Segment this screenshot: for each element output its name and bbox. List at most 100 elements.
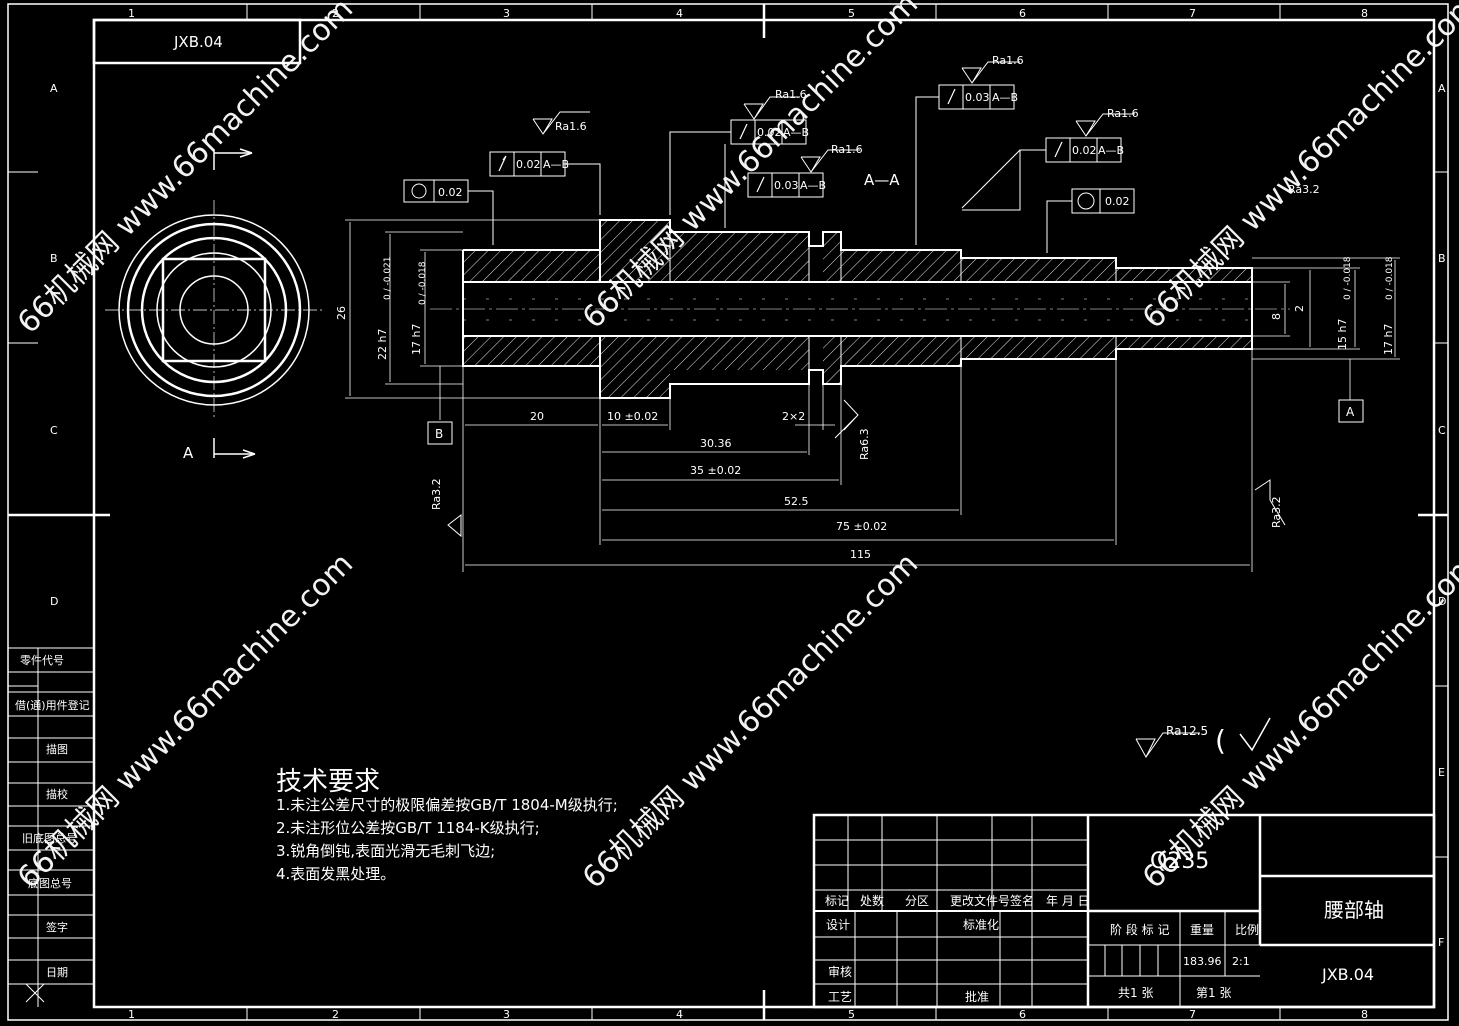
dim-sq15-tol: 0 / -0.018 xyxy=(1343,256,1353,300)
strip-label-borrowed: 借(通)用件登记 xyxy=(15,698,90,712)
tolerance-frames xyxy=(403,84,1135,253)
tol-runout-3-datum: A—B xyxy=(800,179,826,192)
svg-text:(: ( xyxy=(1215,724,1226,757)
col-label-1b: 1 xyxy=(128,1008,135,1021)
dim-35: 35 ±0.02 xyxy=(690,464,741,477)
col-label-6b: 6 xyxy=(1019,1008,1026,1021)
cutting-plane-arrows xyxy=(213,148,256,459)
shaft-section xyxy=(463,220,1252,398)
material: Q235 xyxy=(1150,849,1209,874)
datum-b: B xyxy=(435,427,443,441)
col-label-3: 3 xyxy=(503,7,510,20)
title-block xyxy=(812,813,1436,1009)
tol-circularity-2: 0.02 xyxy=(1105,195,1130,208)
tol-runout-1-datum: A—B xyxy=(543,158,569,171)
dim-sq17-tol: 0 / -0.018 xyxy=(418,261,428,305)
col-label-8b: 8 xyxy=(1361,1008,1368,1021)
tb-process: 工艺 xyxy=(828,990,852,1004)
cross-mark xyxy=(25,983,45,1003)
right-dimension-lines xyxy=(1252,257,1400,400)
col-label-2: 2 xyxy=(332,7,339,20)
row-label-c: C xyxy=(50,424,58,437)
dim-sq17: 17 h7 xyxy=(410,324,423,355)
rough-ra1-6-e: Ra1.6 xyxy=(1107,107,1139,120)
tb-standardize: 标准化 xyxy=(963,918,999,932)
runout-arrows xyxy=(498,88,1063,193)
border-ticks xyxy=(8,4,1448,1020)
tb-date: 年 月 日 xyxy=(1046,894,1090,908)
tb-change-doc: 更改文件号 xyxy=(950,893,1010,908)
drawing-number-title: JXB.04 xyxy=(1321,965,1374,984)
tb-stage-mark: 阶 段 标 记 xyxy=(1110,922,1169,937)
rough-ra1-6-b: Ra1.6 xyxy=(775,88,807,101)
col-label-2b: 2 xyxy=(332,1008,339,1021)
col-label-1: 1 xyxy=(128,7,135,20)
tol-circularity-1: 0.02 xyxy=(438,186,463,199)
drawing-number-box xyxy=(92,18,302,65)
tb-review: 审核 xyxy=(828,964,852,979)
tol-runout-5-datum: A—B xyxy=(1098,144,1124,157)
row-label-a: A xyxy=(50,82,58,95)
tb-sheet-no: 第1 张 xyxy=(1196,986,1231,1000)
tech-req-1: 1.未注公差尺寸的极限偏差按GB/T 1804-M级执行; xyxy=(276,796,618,814)
row-label-d-r: D xyxy=(1438,595,1446,608)
rough-ra6-3: Ra6.3 xyxy=(858,428,871,460)
tol-runout-4: 0.03 xyxy=(965,91,990,104)
tb-zone: 分区 xyxy=(905,894,929,908)
rough-ra3-2-a: Ra3.2 xyxy=(1288,183,1320,196)
col-label-8: 8 xyxy=(1361,7,1368,20)
tb-sheets-total: 共1 张 xyxy=(1118,986,1153,1000)
watermark-6: 66机械网 www.66machine.com xyxy=(1136,546,1459,895)
col-label-4b: 4 xyxy=(676,1008,683,1021)
general-roughness: Ra12.5 xyxy=(1166,724,1208,738)
border-labels: 1 2 3 4 5 6 7 8 1 2 3 4 5 6 7 8 A B C D … xyxy=(50,7,1446,1021)
tech-req-4: 4.表面发黑处理。 xyxy=(276,865,395,883)
tol-runout-5: 0.02 xyxy=(1072,144,1097,157)
dim-52-5: 52.5 xyxy=(784,495,809,508)
row-label-a-r: A xyxy=(1438,82,1446,95)
dim-sq17b-tol: 0 / -0.018 xyxy=(1385,256,1395,300)
watermark-5: 66机械网 www.66machine.com xyxy=(576,546,925,895)
horizontal-dimension-lines xyxy=(462,349,1253,572)
row-label-e-r: E xyxy=(1438,766,1445,779)
datum-a-box xyxy=(1338,399,1364,423)
col-label-5b: 5 xyxy=(848,1008,855,1021)
tol-runout-3: 0.03 xyxy=(774,179,799,192)
section-letter-a: A xyxy=(183,444,194,462)
roughness-symbols xyxy=(447,61,1286,759)
row-label-f-r: F xyxy=(1438,936,1444,949)
tech-req-2: 2.未注形位公差按GB/T 1184-K级执行; xyxy=(276,819,540,837)
left-dimension-lines xyxy=(345,219,600,420)
row-label-b: B xyxy=(50,252,58,265)
dim-10: 10 ±0.02 xyxy=(607,410,658,423)
rough-ra1-6-d: Ra1.6 xyxy=(992,54,1024,67)
tol-runout-2: 0.02 xyxy=(757,126,782,139)
strip-label-part-code: 零件代号 xyxy=(20,654,64,667)
strip-label-old-base: 旧底图总号 xyxy=(22,831,77,845)
col-label-3b: 3 xyxy=(503,1008,510,1021)
col-label-4: 4 xyxy=(676,7,683,20)
rough-ra1-6-a: Ra1.6 xyxy=(555,120,587,133)
dim-sq22-tol: 0 / -0.021 xyxy=(383,257,393,301)
drawing-number-top: JXB.04 xyxy=(173,33,223,51)
dim-sq26: 26 xyxy=(335,306,348,320)
watermark-2: 66机械网 www.66machine.com xyxy=(576,0,925,336)
tol-runout-2-datum: A—B xyxy=(783,126,809,139)
tb-scale: 2:1 xyxy=(1232,955,1250,968)
tb-mark: 标记 xyxy=(825,894,849,908)
outer-frame xyxy=(7,3,1449,1021)
strip-label-sign: 签字 xyxy=(46,920,68,934)
technical-requirements: 技术要求 1.未注公差尺寸的极限偏差按GB/T 1804-M级执行; 2.未注形… xyxy=(276,767,618,883)
tb-approve: 批准 xyxy=(965,989,989,1004)
dim-115: 115 xyxy=(850,548,871,561)
tol-runout-4-datum: A—B xyxy=(992,91,1018,104)
rough-ra3-2-b: Ra3.2 xyxy=(430,478,443,510)
left-strip-labels: 零件代号 借(通)用件登记 描图 描校 旧底图总号 底图总号 签字 日期 xyxy=(15,654,90,979)
tb-weight-label: 重量 xyxy=(1190,923,1214,937)
dim-sq22: 22 h7 xyxy=(376,329,389,360)
dim-30-36: 30.36 xyxy=(700,437,732,450)
watermarks: 66机械网 www.66machine.com 66机械网 www.66mach… xyxy=(11,0,1459,896)
datum-b-box xyxy=(427,421,453,445)
watermark-1: 66机械网 www.66machine.com xyxy=(11,0,360,341)
dim-sq8: 8 xyxy=(1270,313,1283,320)
